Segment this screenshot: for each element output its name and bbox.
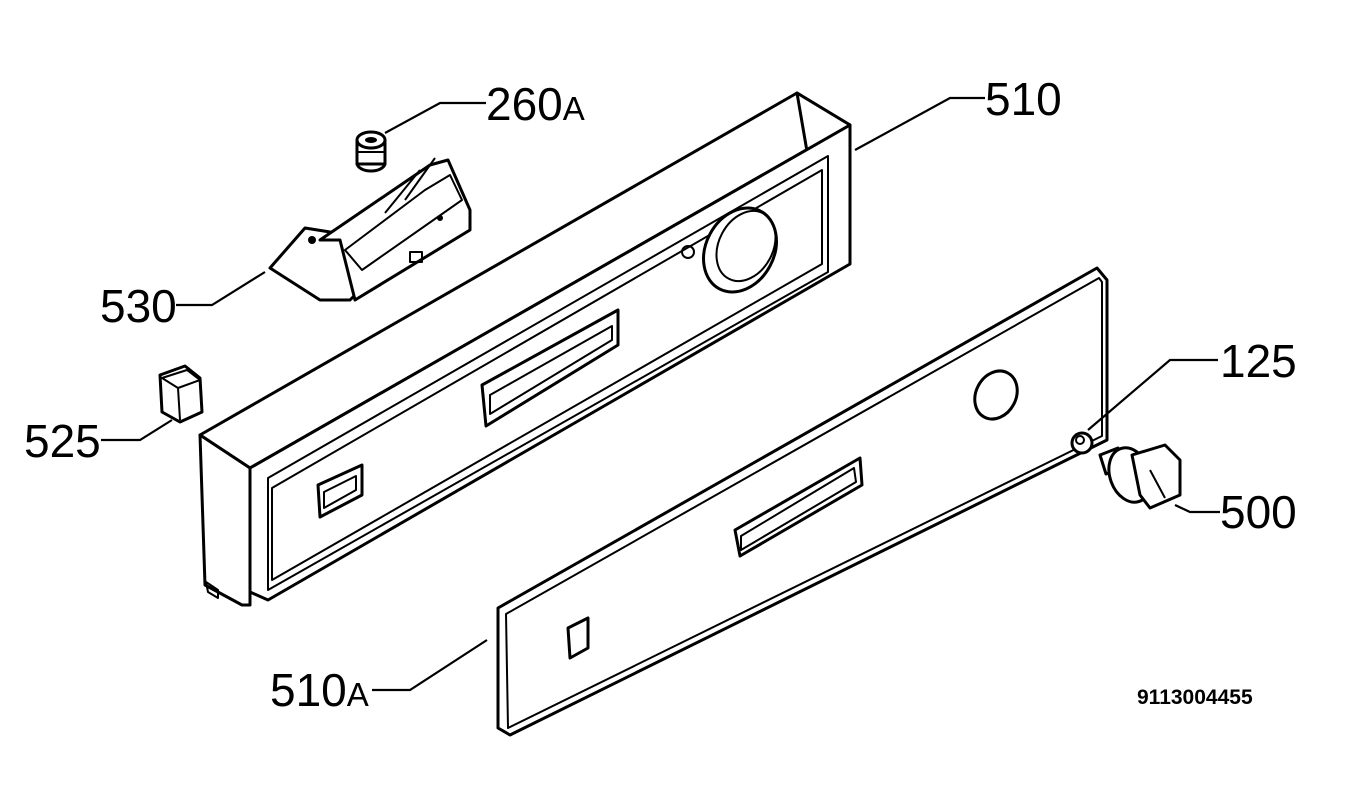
- part-510-control-panel-housing: [198, 91, 852, 607]
- label-125: 125: [1220, 335, 1297, 387]
- part-510a-front-panel: [496, 266, 1109, 737]
- label-260a: 260A: [486, 78, 585, 130]
- label-525: 525: [24, 415, 101, 467]
- leader-lines: [101, 96, 1220, 692]
- label-510: 510: [985, 73, 1062, 125]
- part-125-spacer: [1070, 431, 1094, 455]
- part-525-push-button: [158, 364, 204, 424]
- leader-525: [101, 419, 173, 442]
- leader-510: [854, 96, 985, 151]
- part-500-knob: [1098, 443, 1182, 510]
- leader-125: [1087, 358, 1218, 431]
- leader-260a: [384, 101, 486, 134]
- leader-500: [1174, 504, 1220, 514]
- part-530-lever-bracket: [268, 157, 472, 302]
- label-530: 530: [100, 280, 177, 332]
- leader-530: [176, 271, 266, 307]
- drawing-code: 9113004455: [1137, 686, 1253, 709]
- leader-510a: [372, 639, 488, 692]
- label-510a: 510A: [270, 664, 369, 716]
- part-260a-grommet: [355, 130, 387, 173]
- label-500: 500: [1220, 486, 1297, 538]
